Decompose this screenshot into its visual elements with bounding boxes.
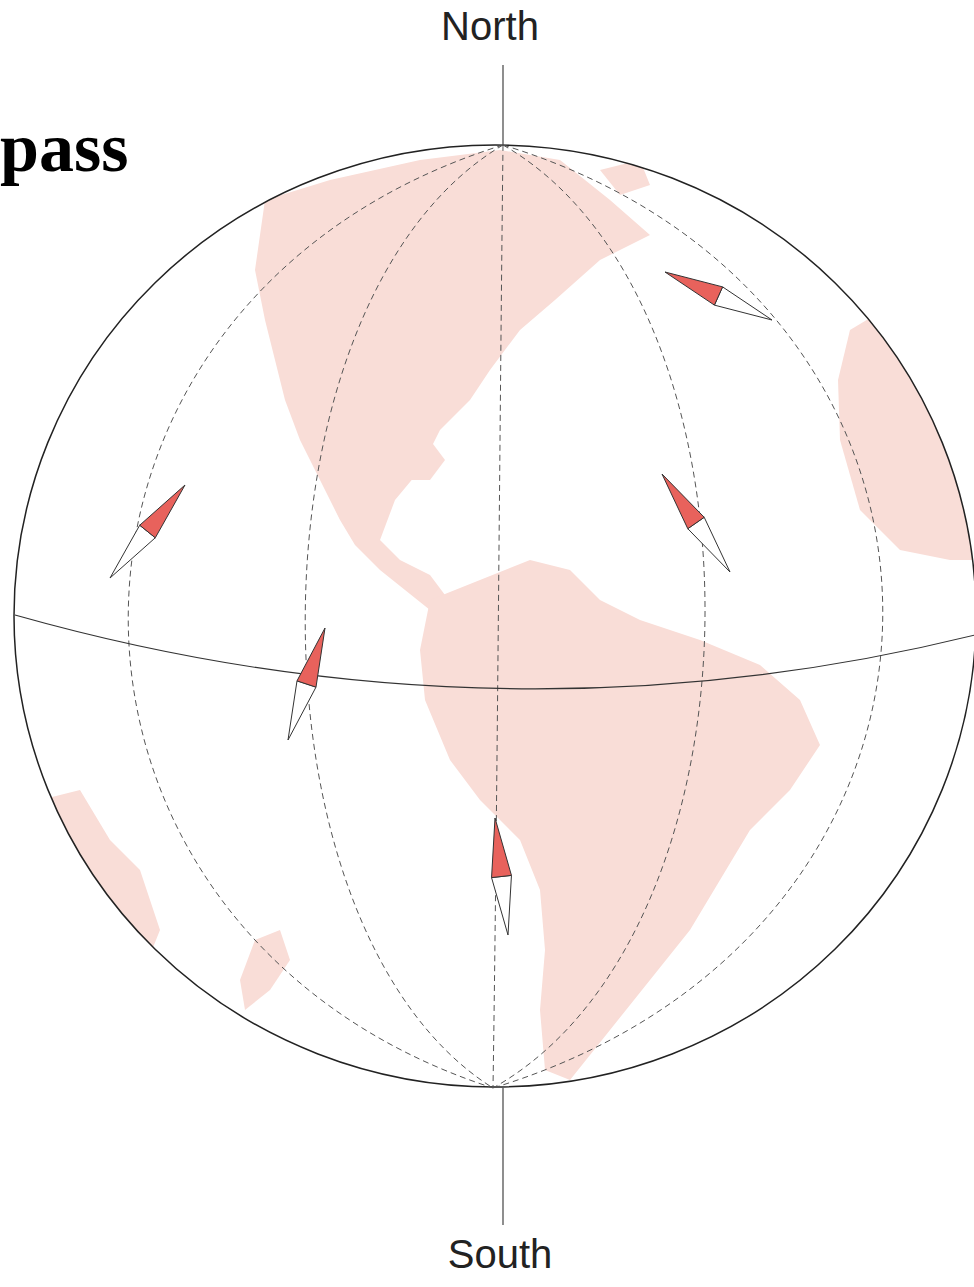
needle-south <box>688 517 730 572</box>
meridians <box>128 145 883 1088</box>
axis-line <box>502 65 503 145</box>
needle-south <box>110 525 155 578</box>
needle-south <box>714 287 772 320</box>
heading-fragment: pass <box>0 108 128 188</box>
pole-label: South <box>448 1232 553 1277</box>
needle-north <box>662 474 704 529</box>
needle-north <box>492 818 512 878</box>
pole-label: North <box>441 4 539 49</box>
axis-line <box>502 1088 503 1225</box>
continents <box>40 150 974 1080</box>
globe-outline <box>14 145 974 1087</box>
needle-south <box>492 875 512 935</box>
needle-north <box>665 272 723 305</box>
needle-south <box>288 681 316 740</box>
needle-north <box>140 485 185 538</box>
needle-north <box>297 628 325 687</box>
compass-needles <box>110 272 772 935</box>
equator <box>15 615 974 689</box>
